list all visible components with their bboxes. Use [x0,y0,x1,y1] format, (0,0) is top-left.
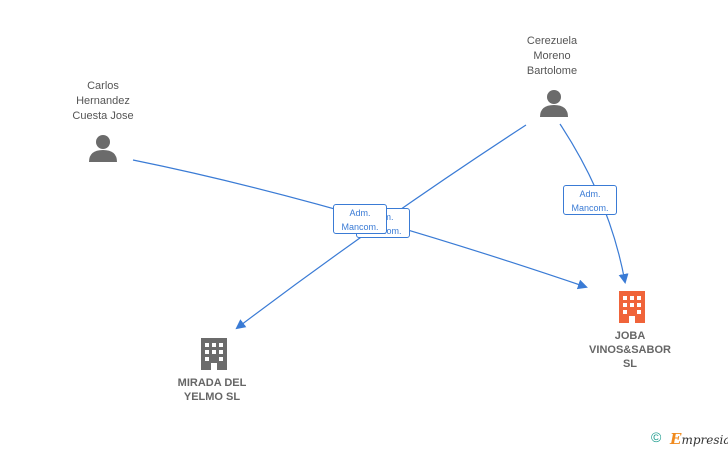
brand-logo[interactable]: Empresia [670,430,728,448]
person-name-line: Carlos [87,80,119,92]
person-name-line: Bartolome [526,65,578,77]
company-name-joba[interactable]: JOBA VINOS&SABOR SL [570,329,690,371]
company-name-mirada[interactable]: MIRADA DEL YELMO SL [152,376,272,404]
relation-badge[interactable]: Adm. Mancom. [563,185,617,215]
building-icon[interactable] [619,291,645,323]
company-name-line: SL [622,358,638,370]
company-name-line: VINOS&SABOR [589,344,671,356]
relation-badge-line: Mancom. [571,203,609,213]
relation-badge-line: Mancom. [341,222,379,232]
person-name-cerezuela: Cerezuela Moreno Bartolome [497,34,607,79]
person-icon[interactable] [540,90,568,117]
company-name-line: JOBA [614,330,646,342]
person-name-line: Cuesta Jose [72,110,134,122]
person-name-carlos: Carlos Hernandez Cuesta Jose [48,79,158,124]
copyright-icon: © [651,429,662,445]
relation-badge-line: Adm. [349,208,371,218]
person-icon[interactable] [89,135,117,162]
relation-badge-line: Adm. [579,189,601,199]
brand-initial: E [670,430,682,448]
brand-text: mpresia [681,433,728,447]
person-name-line: Moreno [533,50,571,62]
building-icon[interactable] [201,338,227,370]
person-name-line: Cerezuela [526,35,578,47]
company-name-line: MIRADA DEL [177,377,247,389]
company-name-line: YELMO SL [183,391,241,403]
relation-badge[interactable]: Adm. Mancom. [333,204,387,234]
person-name-line: Hernandez [76,95,130,107]
